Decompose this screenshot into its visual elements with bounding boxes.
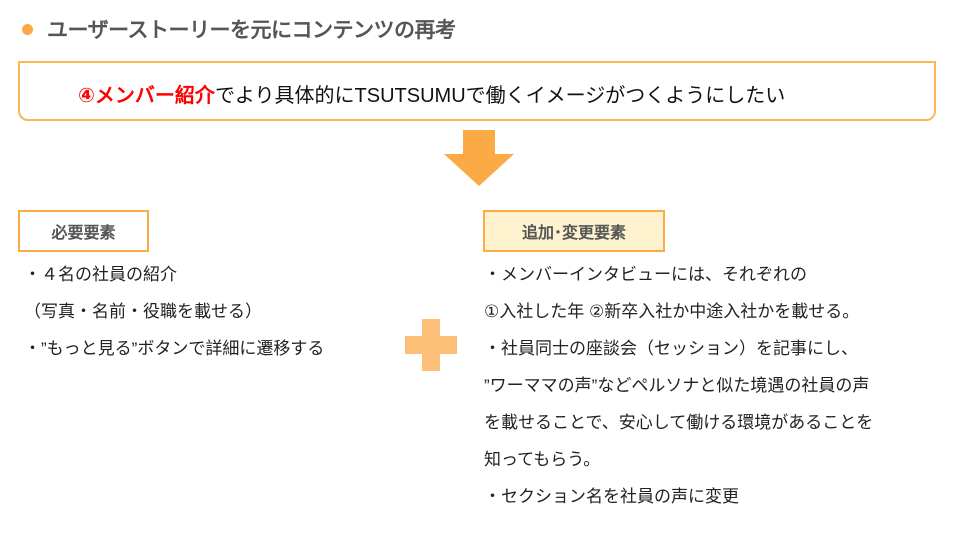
list-item: ”ワーママの声”などペルソナと似た境遇の社員の声 bbox=[484, 376, 870, 395]
added-changed-elements-label: 追加･変更要素 bbox=[483, 210, 665, 252]
list-item: （写真・名前・役職を載せる） bbox=[24, 302, 262, 321]
added-changed-elements-list: ・メンバーインタビューには、それぞれの ①入社した年 ②新卒入社か中途入社かを載… bbox=[484, 256, 873, 515]
banner-highlight: ④メンバー紹介 bbox=[78, 85, 215, 107]
list-item: ・社員同士の座談会（セッション）を記事にし、 bbox=[484, 339, 858, 358]
down-arrow-icon bbox=[444, 130, 514, 186]
list-item: ・セクション名を社員の声に変更 bbox=[484, 487, 739, 506]
required-elements-list: ・４名の社員の紹介 （写真・名前・役職を載せる） ・”もっと見る”ボタンで詳細に… bbox=[24, 256, 324, 367]
banner-text: ④メンバー紹介でより具体的にTSUTSUMUで働くイメージがつくようにしたい bbox=[78, 79, 785, 108]
banner-body: でより具体的にTSUTSUMUで働くイメージがつくようにしたい bbox=[214, 85, 786, 107]
title-text: ユーザーストーリーを元にコンテンツの再考 bbox=[47, 19, 456, 42]
list-item: ・メンバーインタビューには、それぞれの bbox=[484, 265, 807, 284]
list-item: を載せることで、安心して働ける環境があることを bbox=[484, 413, 874, 432]
list-item: ・”もっと見る”ボタンで詳細に遷移する bbox=[24, 339, 325, 358]
slide-title: ユーザーストーリーを元にコンテンツの再考 bbox=[22, 14, 456, 44]
list-item: ①入社した年 ②新卒入社か中途入社かを載せる。 bbox=[484, 302, 860, 321]
list-item: ・４名の社員の紹介 bbox=[24, 265, 177, 284]
plus-icon bbox=[405, 319, 457, 371]
bullet-dot-icon bbox=[22, 23, 33, 35]
required-elements-label: 必要要素 bbox=[18, 210, 149, 252]
list-item: 知ってもらう。 bbox=[484, 450, 601, 469]
goal-banner: ④メンバー紹介でより具体的にTSUTSUMUで働くイメージがつくようにしたい bbox=[18, 61, 936, 121]
